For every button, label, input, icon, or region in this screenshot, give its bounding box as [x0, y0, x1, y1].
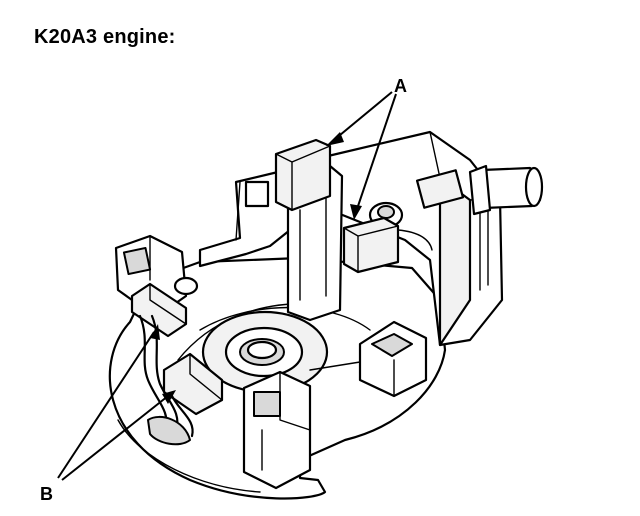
- connector-housing: [326, 130, 504, 347]
- brush-holder-left: [114, 234, 199, 312]
- brush-b-upper: [130, 282, 188, 338]
- callout-a-leaders: [326, 91, 397, 220]
- brush-holder-right: [309, 320, 428, 398]
- callout-b-leaders: [57, 324, 176, 481]
- callout-label-b: B: [40, 484, 53, 504]
- brush-leads: [138, 314, 194, 446]
- callout-label-a: A: [394, 76, 407, 96]
- brush-a-upper: [274, 138, 332, 212]
- page-title: K20A3 engine:: [34, 26, 176, 48]
- center-hub: [201, 310, 329, 394]
- shaft: [468, 164, 544, 216]
- brush-a-right: [342, 216, 433, 274]
- brush-holder-lower: [242, 370, 312, 490]
